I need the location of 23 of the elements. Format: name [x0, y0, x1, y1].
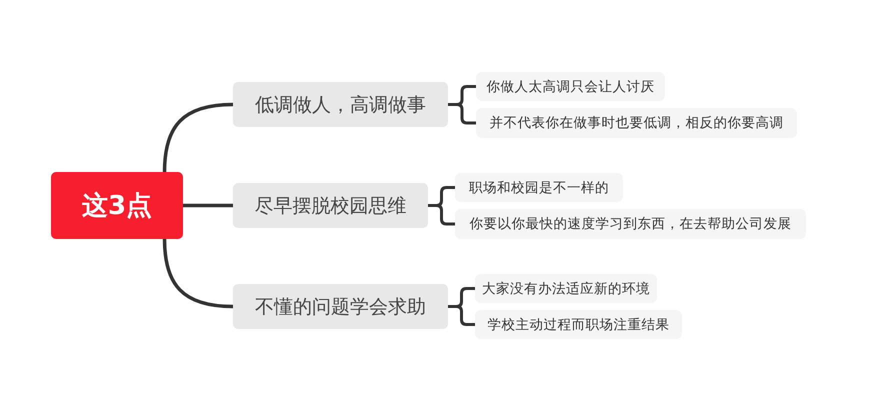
central-topic-box	[51, 172, 183, 239]
subtopic-box	[455, 209, 806, 239]
subtopic-label: 职场和校园是不一样的	[469, 178, 609, 196]
main-topic-label: 低调做人，高调做事	[255, 92, 426, 118]
main-topic-box	[233, 183, 428, 228]
subtopic-label: 并不代表你在做事时也要低调，相反的你要高调	[490, 114, 784, 132]
branch-connector	[183, 204, 233, 208]
main-topic-box	[233, 82, 448, 127]
main-topic-label: 尽早摆脱校园思维	[254, 194, 406, 218]
subtopic-box	[476, 72, 665, 101]
subtopic-box	[455, 173, 623, 202]
branch-connector	[162, 102, 234, 172]
subtopic-label: 大家没有办法适应新的环境	[482, 280, 650, 298]
subtopic-label: 你做人太高调只会让人讨厌	[486, 78, 654, 96]
subtopic-box	[476, 108, 797, 138]
subtopic-box	[475, 310, 682, 339]
subtopic-label: 学校主动过程而职场注重结果	[488, 316, 670, 334]
main-topic-box	[233, 284, 448, 329]
subtopic-box	[475, 274, 657, 303]
main-topic-label: 不懂的问题学会求助	[255, 294, 426, 320]
branch-connector	[162, 238, 234, 308]
subtopic-label: 你要以你最快的速度学习到东西，在去帮助公司发展	[470, 215, 792, 233]
central-topic-label: 这3点	[82, 190, 152, 223]
